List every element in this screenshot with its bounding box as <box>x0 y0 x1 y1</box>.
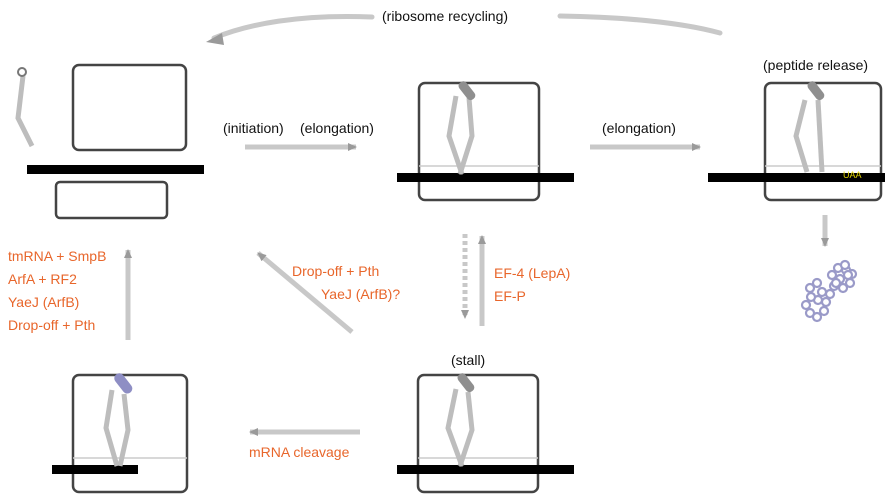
rescue-factor-item: tmRNA + SmpB <box>8 248 107 264</box>
p-site-trna <box>445 388 465 467</box>
truncated-mrna-ribosome <box>52 373 189 494</box>
peptide-bead <box>826 269 838 281</box>
mrna-strand <box>27 165 204 174</box>
recycling-arrow-left-segment <box>211 14 375 41</box>
mrna-cleavage-label: mRNA cleavage <box>249 444 350 460</box>
peptide-bead <box>805 291 817 303</box>
large-subunit <box>71 63 188 152</box>
elongating-ribosome <box>397 81 574 202</box>
a-site-trna <box>457 97 475 175</box>
restart-factor-item: EF-4 (LepA) <box>494 265 571 281</box>
small-subunit <box>54 180 169 220</box>
p-site-trna <box>446 95 465 175</box>
restart-factors-list: EF-4 (LepA) EF-P <box>494 262 570 308</box>
peptidyl-end <box>457 373 475 393</box>
peptide-bead <box>839 259 851 271</box>
mrna-strand <box>397 465 574 474</box>
ribosome-outline <box>71 373 189 494</box>
ribosome-outline <box>417 81 541 202</box>
a-site-trna <box>117 393 131 467</box>
free-ribosome <box>15 63 204 220</box>
ribosome-outline <box>416 373 540 494</box>
peptide-bead <box>837 282 849 294</box>
release-factor <box>815 99 825 173</box>
peptide-bead <box>830 277 842 289</box>
stop-codon-label: UAA <box>843 170 862 180</box>
stalled-ribosome <box>397 373 574 494</box>
peptide-release-label: (peptide release) <box>763 57 869 73</box>
elongation-label-left: (elongation) <box>300 120 374 136</box>
peptide-bead <box>818 305 830 317</box>
drop-off-label: Drop-off + Pth <box>292 263 380 279</box>
drop-off-arrow <box>256 251 354 334</box>
recycling-arrowhead <box>206 33 224 45</box>
yaej-question-label: YaeJ (ArfB)? <box>321 286 401 302</box>
termination-ribosome <box>708 81 885 202</box>
elongation-label-right: (elongation) <box>602 120 676 136</box>
p-site-trna <box>793 99 810 173</box>
peptidyl-end-purple <box>114 373 133 394</box>
p-site-trna <box>103 389 120 467</box>
peptide-bead <box>824 288 836 300</box>
rescue-factor-item: YaeJ (ArfB) <box>8 294 80 310</box>
recycling-label: (ribosome recycling) <box>382 8 509 24</box>
stall-label: (stall) <box>451 352 486 368</box>
peptide-bead <box>800 299 812 311</box>
released-peptide <box>800 259 858 323</box>
peptide-bead <box>816 286 828 298</box>
mrna-strand <box>397 173 574 182</box>
ribosome-outline <box>763 81 883 202</box>
peptide-bead <box>811 311 823 323</box>
truncated-mrna <box>52 465 138 474</box>
recycling-arrow-right-segment <box>557 13 723 36</box>
peptide-bead <box>820 296 832 308</box>
peptide-bead <box>842 269 854 281</box>
mrna-strand <box>708 173 885 182</box>
restart-factor-item: EF-P <box>494 288 526 304</box>
a-site-trna <box>457 391 475 467</box>
free-trna-end <box>17 67 27 77</box>
peptide-bead <box>811 277 823 289</box>
initiation-label: (initiation) <box>223 120 284 136</box>
free-trna <box>15 75 35 148</box>
rescue-factor-item: ArfA + RF2 <box>8 271 77 287</box>
rescue-factors-list: tmRNA + SmpB ArfA + RF2 YaeJ (ArfB) Drop… <box>8 245 106 337</box>
peptidyl-end <box>458 81 476 101</box>
peptidyl-end <box>807 81 825 101</box>
rescue-factor-item: Drop-off + Pth <box>8 317 96 333</box>
recycling-arrow <box>211 13 723 41</box>
